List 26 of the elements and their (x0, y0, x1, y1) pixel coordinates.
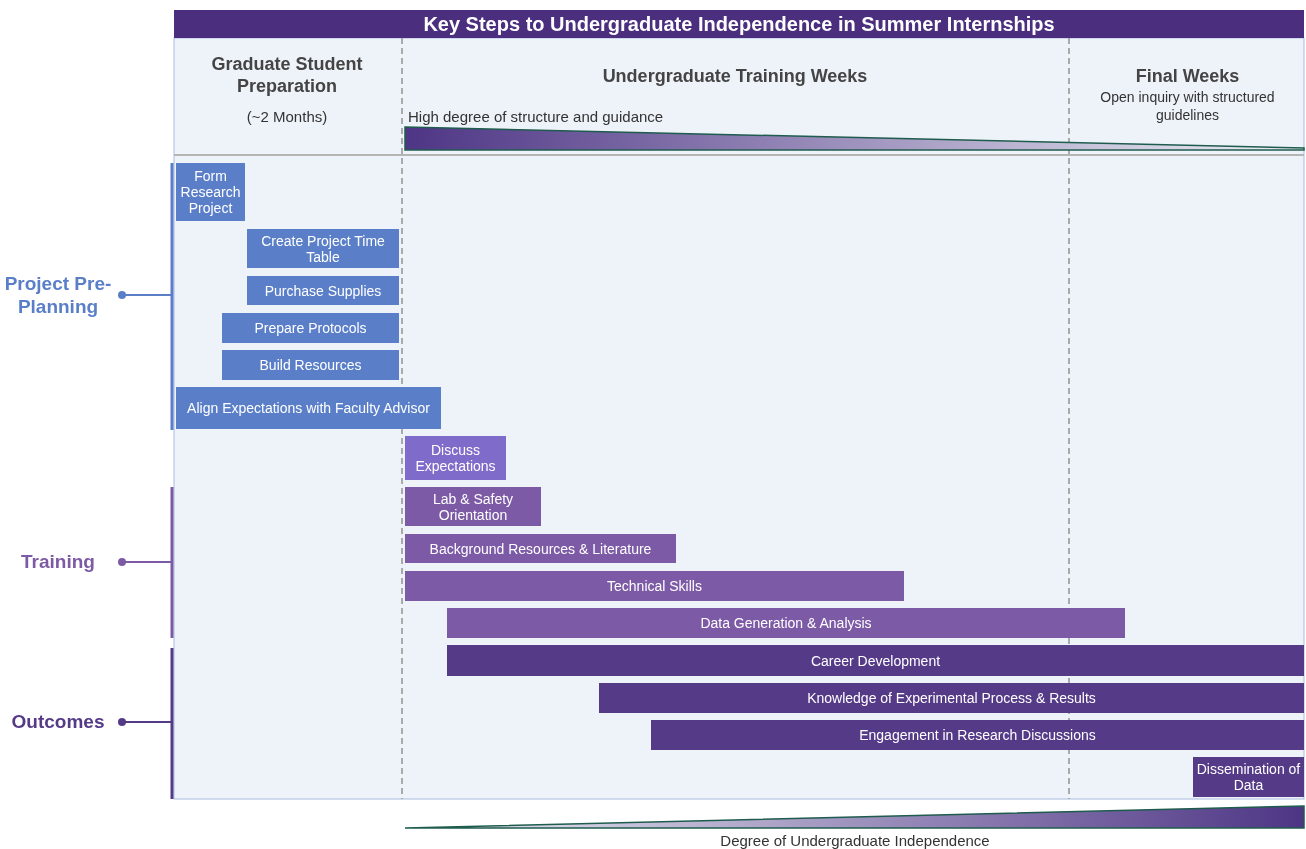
group-label: Training (0, 550, 116, 573)
timeline-bar: Discuss Expectations (405, 436, 506, 480)
timeline-bar: Career Development (447, 645, 1304, 676)
timeline-bar: Build Resources (222, 350, 399, 380)
group-label: Project Pre-Planning (0, 272, 116, 318)
timeline-bar: Dissemination of Data (1193, 757, 1304, 797)
phase-note: Open inquiry with structured guidelines (1099, 88, 1276, 124)
timeline-bar: Create Project Time Table (247, 229, 399, 268)
timeline-bar: Form Research Project (176, 163, 245, 221)
timeline-bar: Engagement in Research Discussions (651, 720, 1304, 750)
timeline-bar: Lab & Safety Orientation (405, 487, 541, 526)
timeline-bar: Purchase Supplies (247, 276, 399, 305)
timeline-bar: Prepare Protocols (222, 313, 399, 343)
wedge-label: High degree of structure and guidance (408, 107, 665, 126)
timeline-bar: Align Expectations with Faculty Advisor (176, 387, 441, 429)
timeline-bar: Data Generation & Analysis (447, 608, 1125, 638)
column-heading: Graduate Student Preparation (210, 53, 364, 97)
column-heading: Undergraduate Training Weeks (601, 65, 869, 87)
timeline-bar: Background Resources & Literature (405, 534, 676, 563)
axis-label: Degree of Undergraduate Independence (719, 831, 991, 849)
timeline-bar: Knowledge of Experimental Process & Results (599, 683, 1304, 713)
group-label: Outcomes (0, 710, 116, 733)
title-bar: Key Steps to Undergraduate Independence in Summer Internships (174, 10, 1304, 38)
timeline-bar: Technical Skills (405, 571, 904, 601)
column-heading: Final Weeks (1134, 65, 1241, 87)
duration-note: (~2 Months) (245, 107, 329, 126)
